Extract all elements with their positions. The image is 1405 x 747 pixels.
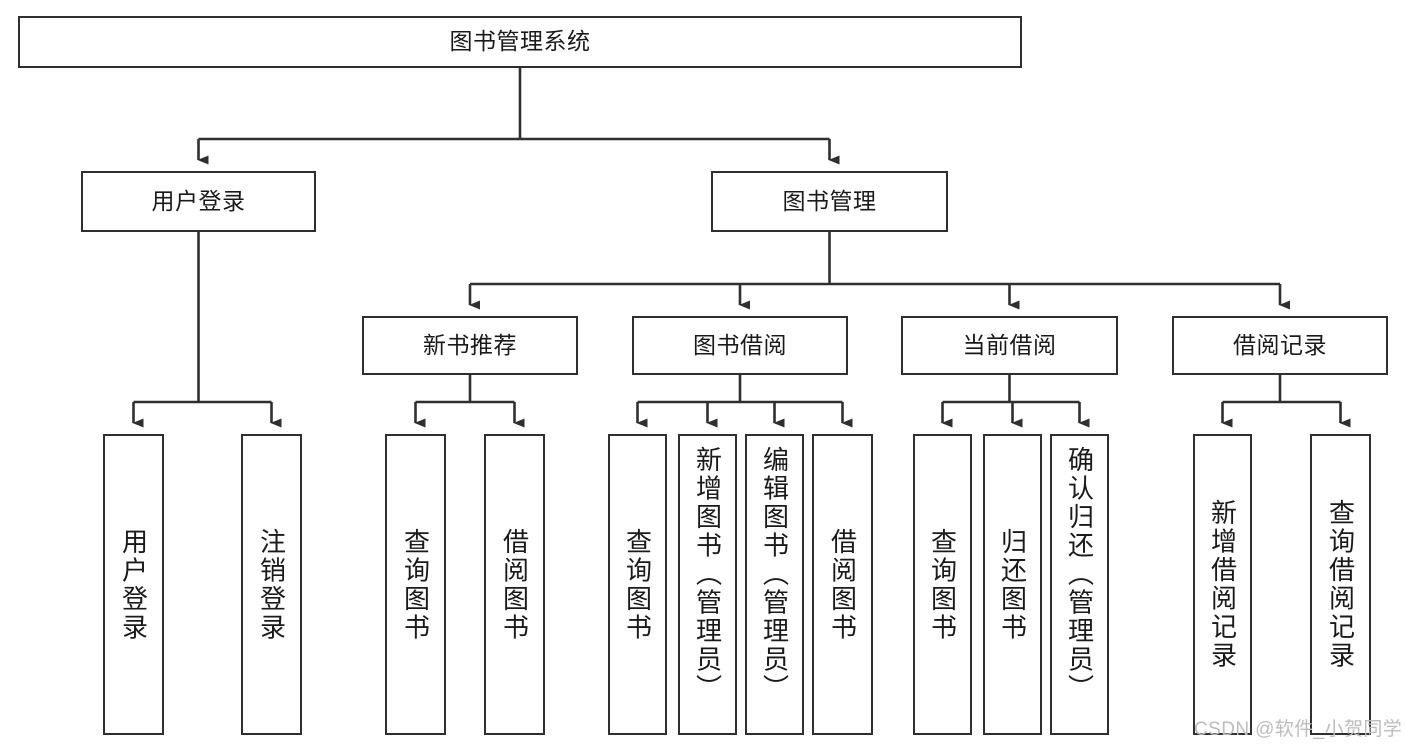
node-borrow[interactable]: 图书借阅 [632, 316, 848, 375]
node-label: 用户登录 [118, 527, 149, 642]
node-label: 借阅图书 [499, 527, 530, 642]
node-newbook[interactable]: 新书推荐 [362, 316, 578, 375]
node-bookmgmt[interactable]: 图书管理 [711, 171, 948, 232]
node-label: 新增图书（管理员） [692, 446, 723, 703]
node-label: 当前借阅 [962, 331, 1057, 358]
node-label: 查询图书 [927, 527, 958, 642]
node-leaf-query-book-2[interactable]: 查询图书 [608, 434, 667, 735]
node-leaf-borrow-book-1[interactable]: 借阅图书 [484, 434, 545, 735]
node-label: 归还图书 [997, 527, 1028, 642]
node-login[interactable]: 用户登录 [81, 171, 316, 232]
node-leaf-query-book-3[interactable]: 查询图书 [913, 434, 972, 735]
watermark-text: CSDN @软件_小贺同学 [1194, 719, 1403, 740]
node-leaf-user-login[interactable]: 用户登录 [103, 434, 164, 735]
node-leaf-edit-book[interactable]: 编辑图书（管理员） [745, 434, 804, 735]
node-label: 新书推荐 [423, 331, 517, 358]
node-leaf-confirm-return[interactable]: 确认归还（管理员） [1050, 434, 1109, 735]
node-label: 查询图书 [400, 527, 431, 642]
node-label: 借阅图书 [827, 527, 858, 642]
node-label: 图书管理系统 [449, 28, 591, 55]
node-leaf-query-record[interactable]: 查询借阅记录 [1310, 434, 1371, 735]
node-label: 查询借阅记录 [1325, 499, 1356, 670]
node-record[interactable]: 借阅记录 [1172, 316, 1388, 375]
node-leaf-return-book[interactable]: 归还图书 [983, 434, 1042, 735]
node-label: 查询图书 [622, 527, 653, 642]
node-leaf-add-record[interactable]: 新增借阅记录 [1193, 434, 1252, 735]
node-root[interactable]: 图书管理系统 [18, 16, 1022, 68]
node-label: 图书管理 [782, 187, 877, 214]
node-leaf-query-book-1[interactable]: 查询图书 [385, 434, 446, 735]
node-leaf-add-book[interactable]: 新增图书（管理员） [678, 434, 737, 735]
node-leaf-borrow-book-2[interactable]: 借阅图书 [812, 434, 873, 735]
node-label: 用户登录 [151, 187, 246, 214]
node-label: 图书借阅 [693, 331, 787, 358]
node-label: 借阅记录 [1233, 331, 1327, 358]
node-label: 注销登录 [256, 527, 287, 642]
node-current[interactable]: 当前借阅 [901, 316, 1118, 375]
node-label: 编辑图书（管理员） [759, 446, 790, 703]
node-label: 新增借阅记录 [1207, 499, 1238, 670]
node-leaf-user-logout[interactable]: 注销登录 [241, 434, 302, 735]
node-label: 确认归还（管理员） [1064, 446, 1095, 703]
